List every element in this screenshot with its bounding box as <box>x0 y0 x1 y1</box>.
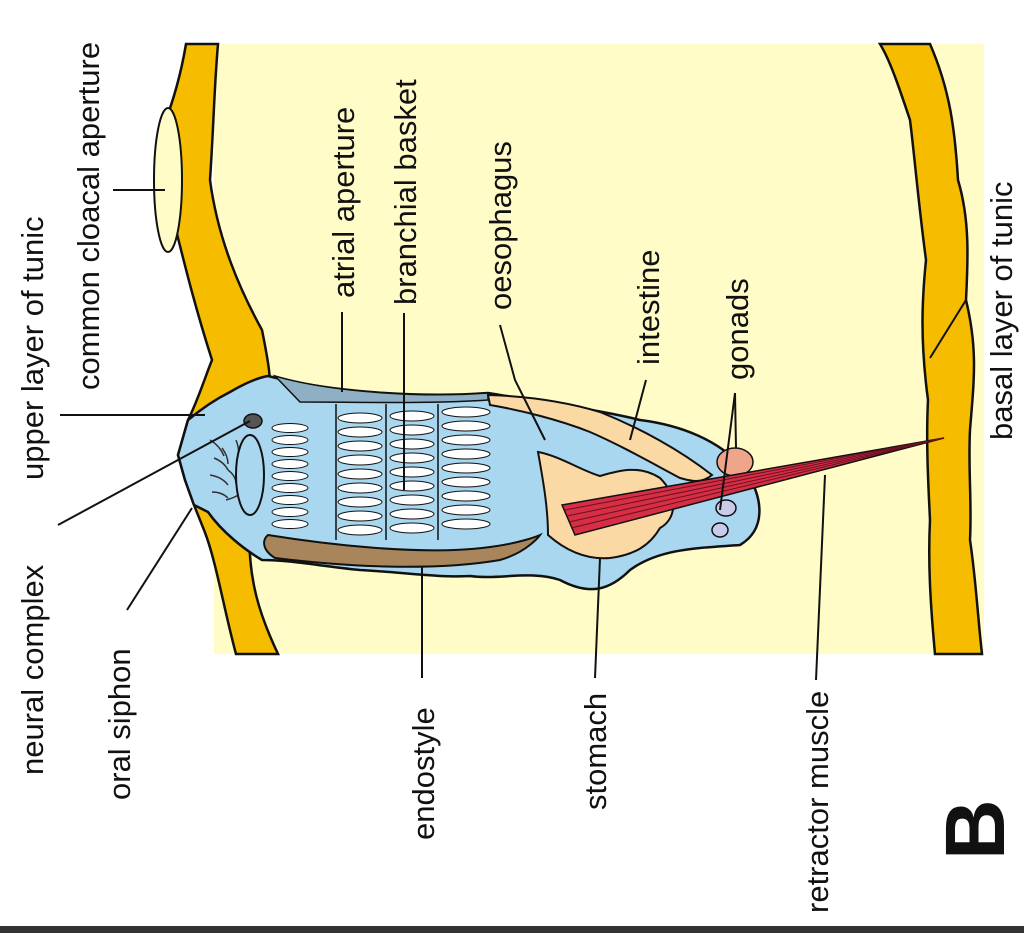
stigma <box>272 496 308 505</box>
common-cloacal-aperture <box>154 108 182 252</box>
label-endostyle: endostyle <box>406 707 441 840</box>
label-upper-layer-of-tunic: upper layer of tunic <box>15 216 50 480</box>
label-branchial-basket: branchial basket <box>388 79 423 305</box>
label-intestine: intestine <box>631 250 666 365</box>
stigma <box>390 453 434 463</box>
label-retractor-muscle: retractor muscle <box>800 691 835 913</box>
label-stomach: stomach <box>578 693 613 810</box>
bottom-band <box>0 926 1024 933</box>
stigma <box>272 484 308 493</box>
stigma <box>442 463 490 473</box>
stigma <box>338 469 382 479</box>
stigma <box>272 472 308 481</box>
label-atrial-aperture: atrial aperture <box>326 107 361 298</box>
panel-letter: B <box>928 799 1022 860</box>
stigma <box>390 411 434 421</box>
gonad-ovary-small <box>712 523 728 537</box>
stigma <box>272 508 308 517</box>
oral-siphon-opening <box>236 435 264 515</box>
label-common-cloacal-aperture: common cloacal aperture <box>71 42 106 390</box>
stigma <box>442 435 490 445</box>
stigma <box>390 509 434 519</box>
neural-complex <box>244 414 262 428</box>
stigma <box>442 491 490 501</box>
stigma <box>442 519 490 529</box>
label-neural-complex: neural complex <box>15 564 50 775</box>
stigma <box>338 511 382 521</box>
stigma <box>272 448 308 457</box>
stigma <box>442 449 490 459</box>
label-basal-layer-of-tunic: basal layer of tunic <box>984 182 1019 440</box>
stigma <box>442 407 490 417</box>
stigma <box>272 460 308 469</box>
stigma <box>272 436 308 445</box>
stigma <box>338 427 382 437</box>
stigma <box>338 455 382 465</box>
stigma <box>390 481 434 491</box>
stigma <box>442 421 490 431</box>
stigma <box>338 525 382 535</box>
stigma <box>338 497 382 507</box>
stigma <box>338 413 382 423</box>
stigma <box>390 425 434 435</box>
stigma <box>272 424 308 433</box>
gonad-ovary <box>716 500 736 516</box>
label-gonads: gonads <box>720 278 755 380</box>
stigma <box>338 483 382 493</box>
stigma <box>338 441 382 451</box>
stigma <box>390 439 434 449</box>
stigma <box>390 523 434 533</box>
stigma <box>442 477 490 487</box>
stigma <box>442 505 490 515</box>
stigma <box>272 520 308 529</box>
label-oesophagus: oesophagus <box>483 141 518 310</box>
stigma <box>390 467 434 477</box>
label-oral-siphon: oral siphon <box>102 648 137 800</box>
stigma <box>390 495 434 505</box>
